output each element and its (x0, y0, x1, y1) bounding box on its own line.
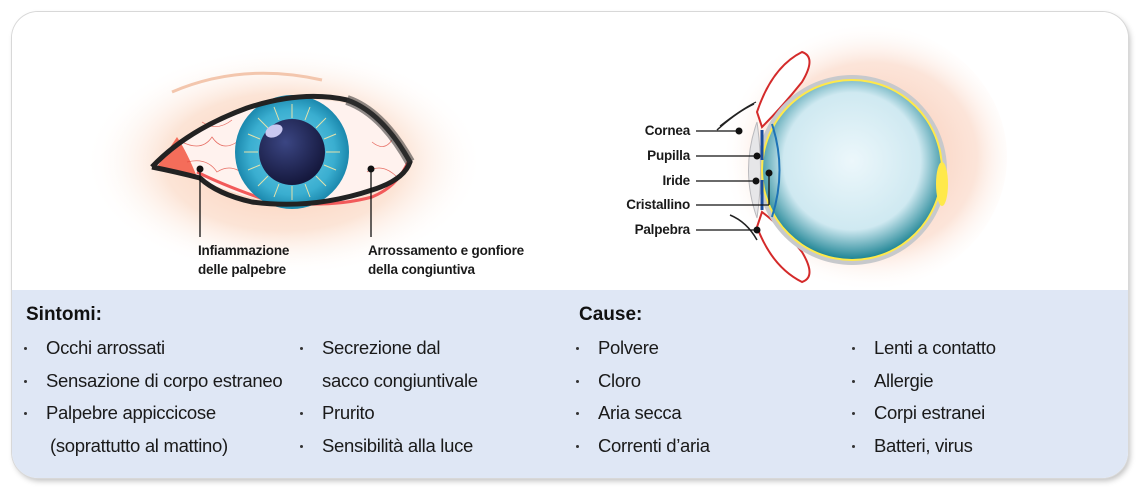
list-item: Batteri, virus (848, 430, 996, 463)
bullet-icon (852, 412, 855, 415)
callout-text-line: Infiammazione (198, 243, 290, 258)
symptoms-list-col2: Secrezione dal sacco congiuntivale Pruri… (296, 332, 478, 462)
list-item: Prurito (296, 397, 478, 430)
list-item: Corpi estranei (848, 397, 996, 430)
symptoms-title: Sintomi: (26, 304, 102, 325)
callout-text-line: Arrossamento e gonfiore (368, 243, 524, 258)
bullet-icon (576, 379, 579, 383)
label-palpebra: Palpebra (634, 222, 691, 237)
bullet-icon (300, 347, 303, 350)
label-cristallino: Cristallino (626, 197, 690, 212)
bullet-icon (852, 444, 855, 448)
list-item: Aria secca (572, 397, 710, 430)
bullet-icon (852, 347, 855, 350)
list-item: Lenti a contatto (848, 332, 996, 365)
list-item: Occhi arrossati (20, 332, 282, 365)
illustration-panel: Infiammazione delle palpebre Arrossament… (12, 12, 1128, 290)
label-iride: Iride (662, 173, 690, 188)
callout-conjunctiva-redness: Arrossamento e gonfiore della congiuntiv… (368, 241, 524, 279)
list-item: Secrezione dal (296, 332, 478, 365)
list-item: Polvere (572, 332, 710, 365)
bullet-icon (300, 444, 303, 448)
label-cornea: Cornea (644, 123, 691, 138)
list-item: Cloro (572, 365, 710, 398)
callout-text-line: delle palpebre (198, 262, 286, 277)
bullet-icon (300, 412, 303, 415)
list-item: Sensazione di corpo estraneo (20, 365, 283, 398)
symptoms-list-col1: Occhi arrossati Sensazione di corpo estr… (20, 332, 283, 462)
label-pupilla: Pupilla (647, 148, 690, 163)
bullet-icon (24, 347, 27, 350)
front-eye-illustration (84, 22, 1007, 290)
bullet-icon (24, 379, 27, 383)
callout-eyelid-inflammation: Infiammazione delle palpebre (198, 241, 289, 279)
bullet-icon (24, 412, 27, 415)
list-item: Sensibilità alla luce (296, 430, 478, 463)
bullet-icon (576, 347, 579, 350)
infographic-card: Infiammazione delle palpebre Arrossament… (12, 12, 1128, 478)
list-item: Palpebre appiccicose (20, 397, 282, 430)
list-item-continuation: (soprattutto al mattino) (50, 434, 228, 456)
causes-list-col1: Polvere Cloro Aria secca Correnti d’aria (572, 332, 710, 462)
bullet-icon (852, 379, 855, 383)
list-item: Allergie (848, 365, 996, 398)
causes-list-col2: Lenti a contatto Allergie Corpi estranei… (848, 332, 996, 462)
info-panel: Sintomi: Occhi arrossati Sensazione di c… (12, 290, 1128, 478)
bullet-icon (576, 412, 579, 415)
list-item: Correnti d’aria (572, 430, 710, 463)
causes-title: Cause: (579, 304, 643, 325)
callout-text-line: della congiuntiva (368, 262, 475, 277)
list-item-continuation: sacco congiuntivale (322, 369, 478, 391)
bullet-icon (576, 444, 579, 448)
